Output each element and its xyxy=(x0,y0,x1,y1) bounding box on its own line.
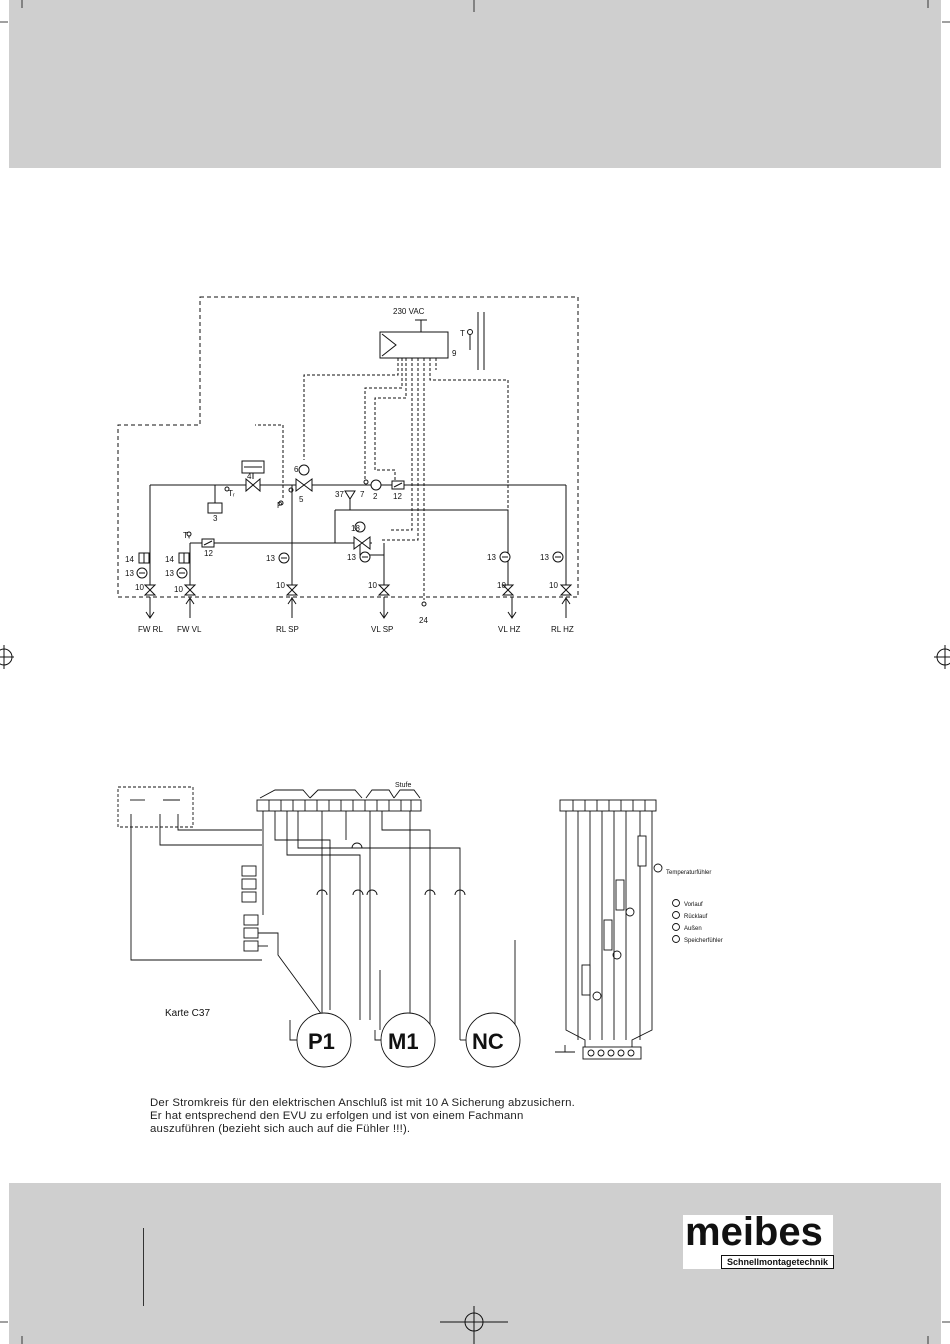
outdoor-sensor-label: T xyxy=(460,329,465,338)
legend-item-2: Rücklauf xyxy=(684,914,708,920)
board-label: Karte C37 xyxy=(165,1008,210,1019)
label-2: 2 xyxy=(373,492,378,501)
legend-item-1: Vorlauf xyxy=(684,902,703,908)
port-fw-vl: FW VL xyxy=(177,625,202,634)
registration-mark-right xyxy=(934,645,950,669)
controller-number-label: 9 xyxy=(452,349,457,358)
hydraulic-schematic xyxy=(117,296,579,619)
label-10-b: 10 xyxy=(174,585,183,594)
label-10-a: 10 xyxy=(135,583,144,592)
port-vl-sp: VL SP xyxy=(371,625,393,634)
label-14-left: 14 xyxy=(125,555,134,564)
top-gray-band xyxy=(9,0,941,168)
supply-voltage-label: 230 VAC xyxy=(393,307,425,316)
port-fw-rl: FW RL xyxy=(138,625,163,634)
brand-tagline: Schnellmontagetechnik xyxy=(721,1255,834,1269)
label-37: 37 xyxy=(335,490,344,499)
label-13-e: 13 xyxy=(487,553,496,562)
label-5: 5 xyxy=(299,495,304,504)
registration-mark-bottom xyxy=(440,1306,508,1344)
port-vl-hz: VL HZ xyxy=(498,625,520,634)
controller-box xyxy=(379,331,449,359)
wiring-caption: Der Stromkreis für den elektrischen Ansc… xyxy=(150,1097,575,1135)
motor-m1-label: M1 xyxy=(388,1029,419,1054)
label-6: 6 xyxy=(294,465,299,474)
motor-nc-label: NC xyxy=(472,1029,504,1054)
label-13-a: 13 xyxy=(125,569,134,578)
label-14-right: 14 xyxy=(165,555,174,564)
port-rl-hz: RL HZ xyxy=(551,625,574,634)
label-tv: Tᵥ xyxy=(183,531,191,540)
registration-mark-left xyxy=(0,645,14,669)
brand-logo: meibes Schnellmontagetechnik xyxy=(683,1210,834,1269)
port-rl-sp: RL SP xyxy=(276,625,299,634)
label-24: 24 xyxy=(419,616,428,625)
label-13-c: 13 xyxy=(266,554,275,563)
brand-name: meibes xyxy=(685,1210,823,1254)
legend-item-4: Speicherfühler xyxy=(684,938,723,944)
label-13-d: 13 xyxy=(347,553,356,562)
label-7: 7 xyxy=(360,490,365,499)
label-p: P xyxy=(277,501,282,510)
label-12-bottom: 12 xyxy=(204,549,213,558)
legend-item-3: Außen xyxy=(684,926,702,932)
motor-p1-label: P1 xyxy=(308,1029,335,1054)
label-13-b: 13 xyxy=(165,569,174,578)
hydraulic-labels: 230 VAC 9 T 4 3 Tᵣ Tᵥ P 6 5 37 7 2 12 12… xyxy=(125,307,574,634)
label-10-d: 10 xyxy=(368,581,377,590)
label-13-f: 13 xyxy=(540,553,549,562)
legend-header: Temperaturfühler xyxy=(666,870,711,876)
label-10-e: 10 xyxy=(497,581,506,590)
label-18: 18 xyxy=(351,524,360,533)
label-10-f: 10 xyxy=(549,581,558,590)
terminal-header-stufe: Stufe xyxy=(395,782,411,789)
electrical-wiring xyxy=(117,786,680,1068)
label-tr: Tᵣ xyxy=(228,489,235,498)
footer-divider xyxy=(143,1228,144,1306)
electrical-labels: Karte C37 Stufe P1 M1 NC Temperaturfühle… xyxy=(165,782,723,1054)
label-12-top: 12 xyxy=(393,492,402,501)
label-4: 4 xyxy=(247,472,252,481)
label-10-c: 10 xyxy=(276,581,285,590)
label-3: 3 xyxy=(213,514,218,523)
